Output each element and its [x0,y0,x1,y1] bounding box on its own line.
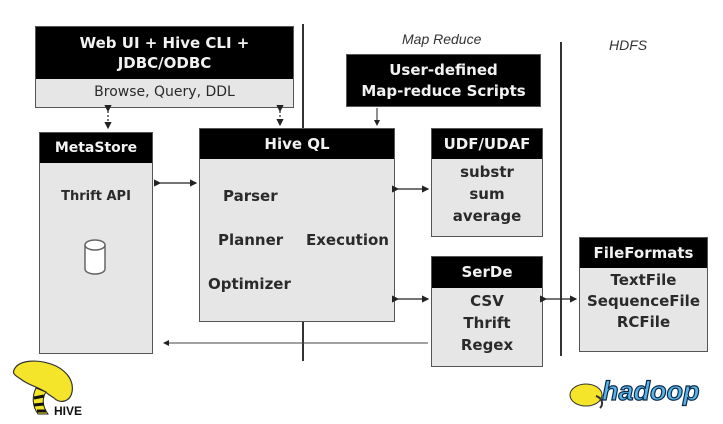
udf-udaf-box: UDF/UDAF substr sum average [431,128,543,237]
scripts-line1: User-defined [389,61,498,79]
divider-hdfs [560,42,562,356]
fileformat-item: TextFile [610,271,677,289]
serde-item: Thrift [463,314,511,332]
udf-item: substr [460,163,514,181]
fileformat-item: RCFile [616,313,671,331]
metastore-header: MetaStore [40,133,152,163]
fileformats-box: FileFormats TextFile SequenceFile RCFile [579,237,708,352]
database-cylinder-icon [84,239,106,275]
parser-label: Parser [223,187,278,205]
client-title-line2: JDBC/ODBC [117,54,212,72]
udf-udaf-header: UDF/UDAF [432,129,542,159]
hadoop-elephant-icon [569,383,604,409]
udf-item: sum [469,185,505,203]
hive-ql-box: Hive QL Parser Planner Optimizer Executi… [199,128,395,322]
fileformats-header: FileFormats [580,238,707,268]
hadoop-logo: hadoop [566,375,718,412]
map-reduce-section-label: Map Reduce [402,31,482,47]
hive-logo-text: HIVE [54,404,83,418]
hive-logo: HIVE [8,358,88,420]
user-defined-scripts-box: User-defined Map-reduce Scripts [346,54,541,107]
execution-label: Execution [306,231,389,249]
serde-header: SerDe [432,257,542,288]
hdfs-section-label: HDFS [609,37,648,53]
metastore-box: MetaStore Thrift API [39,132,153,354]
fileformat-item: SequenceFile [586,292,700,310]
optimizer-label: Optimizer [208,275,291,293]
serde-item: Regex [460,336,514,354]
serde-item: CSV [470,292,504,310]
client-interfaces-box: Web UI + Hive CLI + JDBC/ODBC Browse, Qu… [35,26,294,108]
hive-elephant-bee-icon [12,360,73,415]
planner-label: Planner [218,231,284,249]
client-subtitle: Browse, Query, DDL [94,84,235,100]
serde-box: SerDe CSV Thrift Regex [431,256,543,367]
hadoop-logo-text: hadoop [601,375,700,406]
scripts-line2: Map-reduce Scripts [361,82,526,100]
hive-ql-header: Hive QL [200,129,394,159]
client-title-line1: Web UI + Hive CLI + [79,34,250,52]
client-interfaces-header: Web UI + Hive CLI + JDBC/ODBC [36,27,293,79]
udf-item: average [452,207,522,225]
thrift-api-label: Thrift API [61,189,131,204]
